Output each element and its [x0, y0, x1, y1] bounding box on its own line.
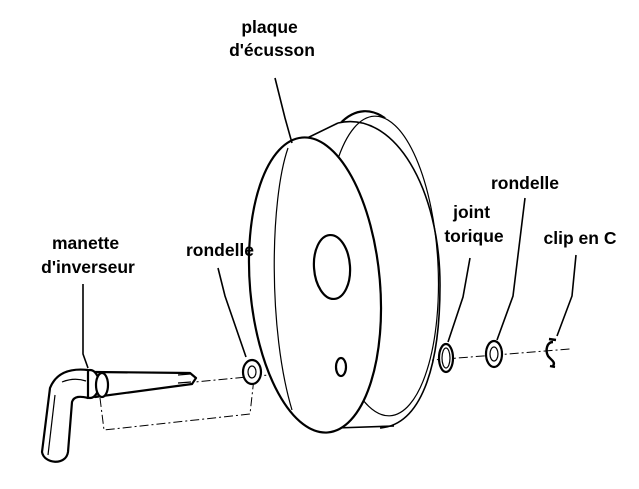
label-escutcheon-plate: plaque d'écusson	[229, 17, 315, 60]
offset-guide-line	[99, 377, 255, 431]
leader-o-ring	[447, 257, 471, 343]
leader-washer-left	[217, 267, 247, 358]
washer-left	[241, 358, 263, 386]
leader-escutcheon-plate	[274, 77, 293, 144]
o-ring	[437, 342, 455, 374]
escutcheon-plate	[247, 110, 441, 434]
label-washer-left: rondelle	[186, 240, 254, 260]
leader-diverter-handle	[82, 284, 89, 369]
label-washer-right: rondelle	[491, 173, 559, 193]
c-clip	[545, 337, 557, 369]
label-c-clip: clip en C	[544, 228, 617, 248]
washer-right	[484, 339, 504, 369]
leader-washer-right	[496, 197, 526, 341]
label-diverter-handle: manette d'inverseur	[41, 233, 135, 277]
diverter-handle	[40, 368, 198, 463]
label-o-ring: joint torique	[444, 202, 504, 246]
leader-c-clip	[556, 254, 577, 337]
